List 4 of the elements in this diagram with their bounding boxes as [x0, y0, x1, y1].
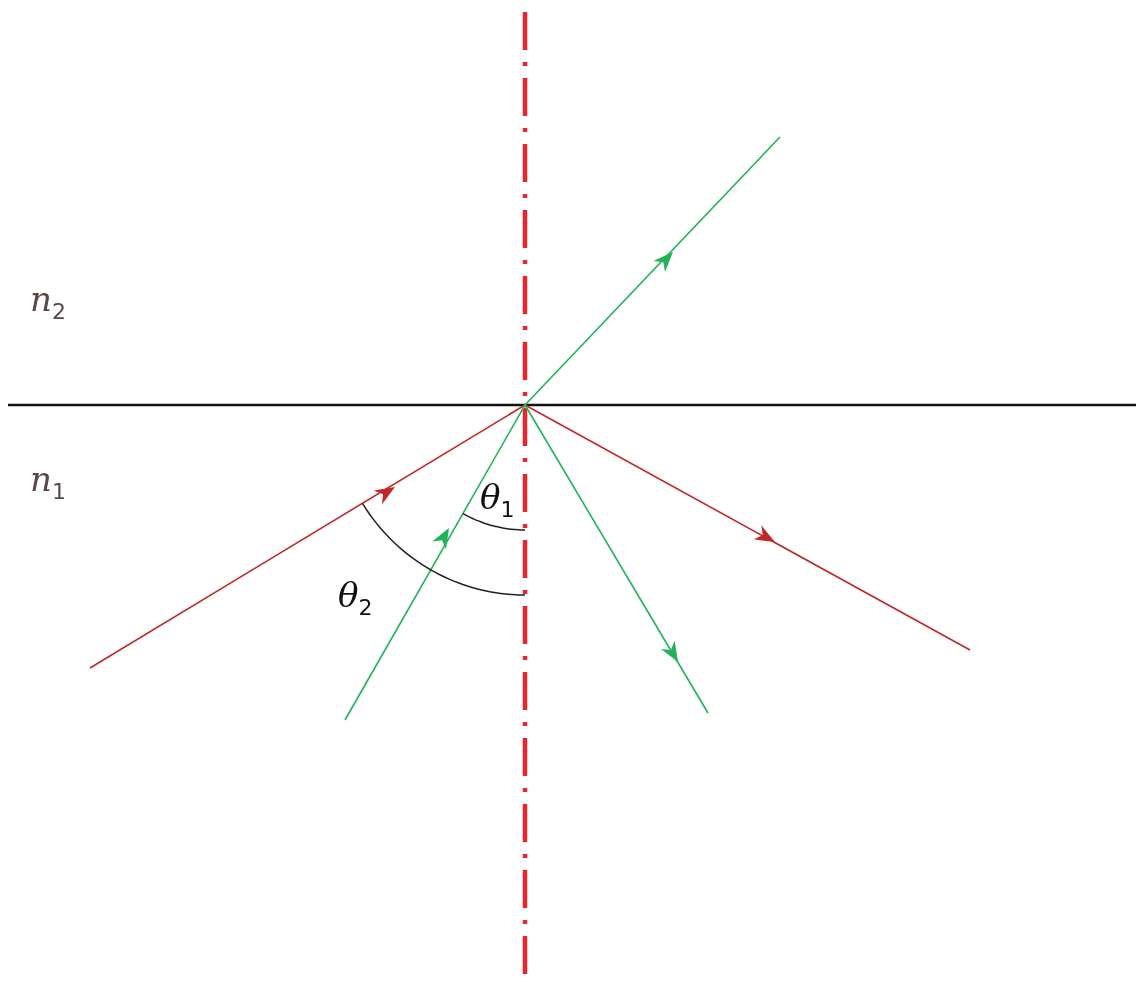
refractive-index-label: n$_{1}$: [30, 462, 66, 503]
refractive-index-label: n$_{2}$: [30, 282, 66, 323]
angle-label: θ$_{2}$: [338, 578, 373, 619]
angle-label: θ$_{1}$: [480, 480, 515, 521]
